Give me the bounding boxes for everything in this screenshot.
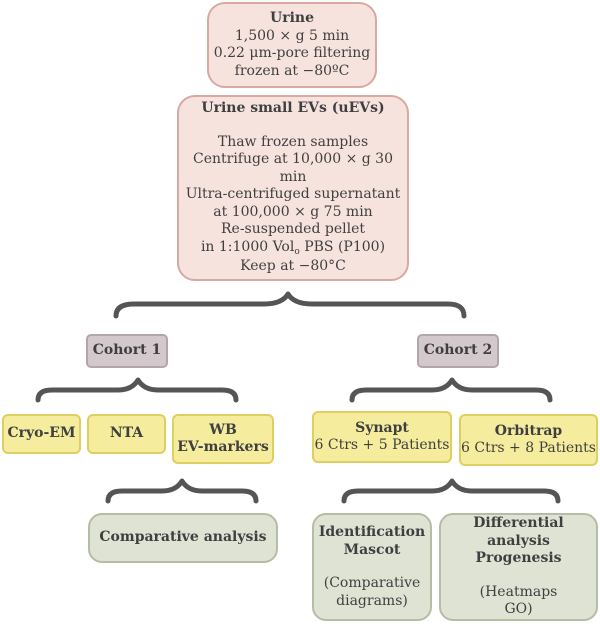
wb-markers-label: EV-markers [177,439,269,455]
progenesis-label: Progenesis [475,550,562,567]
identification-title: Identification [318,524,426,540]
differential-analysis-box: Differential analysis Progenesis (Heatma… [439,513,598,621]
uevs-step-pbs: in 1:1000 Volo PBS (P100) [200,238,386,257]
urine-step-filter: 0.22 μm-pore filtering [213,45,371,61]
differential-note-1: (Heatmaps [479,583,558,600]
identification-note-2: diagrams) [336,592,408,609]
differential-title: Differential analysis [473,515,564,549]
nta-box: NTA [87,414,166,454]
cohort2-label: Cohort 2 [423,342,493,359]
cryo-em-box: Cryo-EM [2,414,81,454]
uevs-step-resuspend: Re-suspended pellet [221,221,365,238]
uevs-step-thaw: Thaw frozen samples [217,133,369,150]
uevs-step-store: Keep at −80°C [240,258,346,275]
cohort2-box: Cohort 2 [417,334,499,368]
brace-proteomics [341,478,561,504]
urine-step-centrifuge: 1,500 × g 5 min [234,27,350,44]
wb-box: WB EV-markers [172,414,274,464]
uevs-box: Urine small EVs (uEVs) Thaw frozen sampl… [177,95,409,281]
identification-box: Identification Mascot (Comparative diagr… [312,513,432,621]
brace-cohort2 [349,377,553,403]
urine-box: Urine 1,500 × g 5 min 0.22 μm-pore filte… [207,2,377,88]
urine-title: Urine [270,10,314,26]
cohort1-label: Cohort 1 [92,342,162,359]
comparative-analysis-box: Comparative analysis [88,513,278,563]
orbitrap-samples: 6 Ctrs + 8 Patients [461,440,596,456]
wb-label: WB [209,421,237,438]
cryo-em-label: Cryo-EM [7,425,76,442]
comparative-analysis-label: Comparative analysis [99,529,267,546]
differential-note-2: GO) [504,601,533,618]
uevs-step-speed: at 100,000 × g 75 min [213,203,373,220]
uevs-step-ultracentrifuge: Ultra-centrifuged supernatant [185,186,401,203]
urine-step-freeze: frozen at −80ºC [234,62,350,79]
brace-main [113,291,467,319]
uevs-title: Urine small EVs (uEVs) [201,100,385,117]
brace-comparative [105,478,259,504]
identification-note-1: (Comparative [323,575,421,591]
nta-label: NTA [109,425,144,442]
synapt-box: Synapt 6 Ctrs + 5 Patients [312,411,452,463]
orbitrap-title: Orbitrap [494,422,563,439]
brace-cohort1 [35,377,239,403]
orbitrap-box: Orbitrap 6 Ctrs + 8 Patients [459,414,598,466]
cohort1-box: Cohort 1 [86,334,168,368]
synapt-title: Synapt [355,419,409,436]
uevs-step-centrifuge: Centrifuge at 10,000 × g 30 min [193,151,393,185]
synapt-samples: 6 Ctrs + 5 Patients [314,437,450,453]
mascot-label: Mascot [343,541,401,558]
